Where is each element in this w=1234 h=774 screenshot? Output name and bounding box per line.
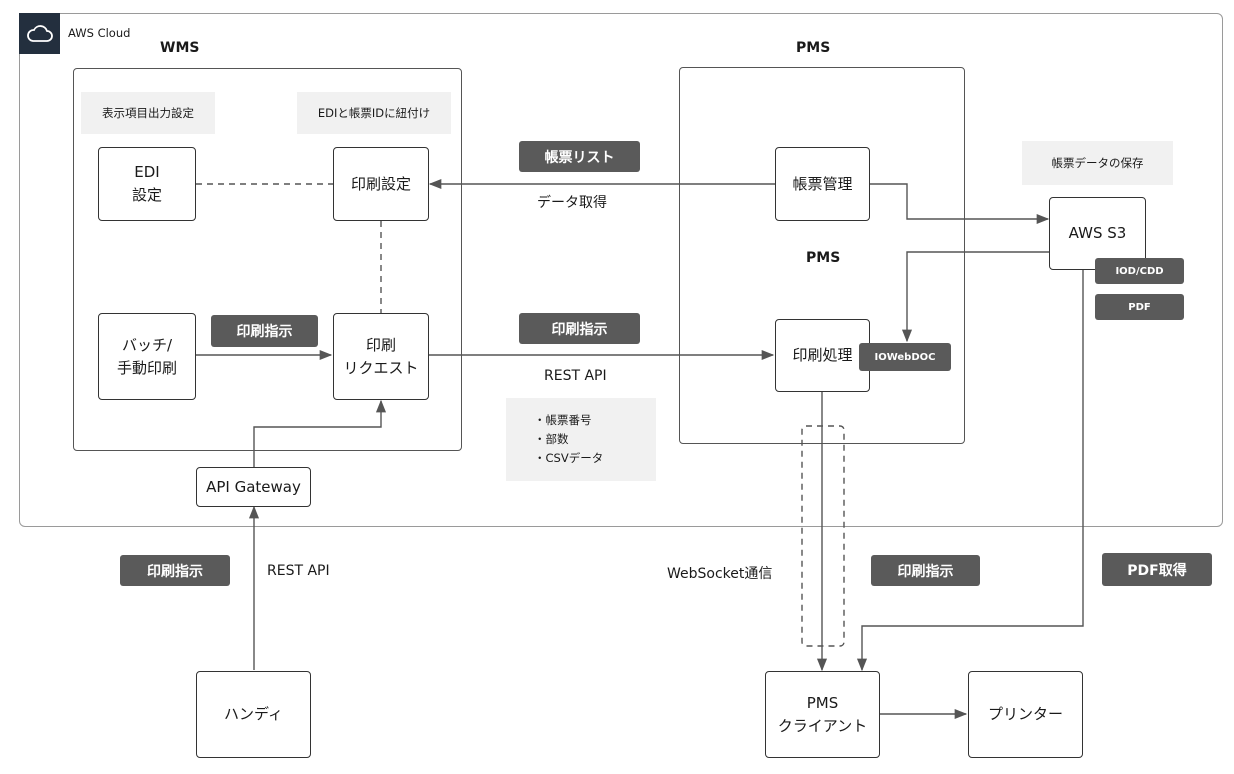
s3-to-client-arrow: [856, 270, 1084, 672]
data-fetch-label: データ取得: [537, 195, 607, 211]
print-instruction-tag-wms: 印刷指示: [211, 315, 318, 347]
wms-heading: WMS: [160, 40, 200, 56]
cloud-icon: [26, 24, 53, 42]
websocket-channel: [801, 425, 845, 647]
pdf-fetch-tag: PDF取得: [1102, 553, 1212, 586]
print-request-node: 印刷 リクエスト: [333, 313, 429, 400]
api-gateway-node: API Gateway: [196, 467, 311, 507]
print-instruction-tag-bottom-left: 印刷指示: [120, 555, 230, 586]
edi-link-note: EDIと帳票IDに紐付け: [297, 92, 451, 134]
print-settings-node: 印刷設定: [333, 147, 429, 221]
display-settings-note: 表示項目出力設定: [81, 92, 215, 134]
wms-panel: [73, 68, 462, 451]
edi-settings-node: EDI 設定: [98, 147, 196, 221]
batch-print-node: バッチ/ 手動印刷: [98, 313, 196, 400]
pdf-tag: PDF: [1095, 294, 1184, 320]
print-instruction-tag-mid: 印刷指示: [519, 313, 640, 344]
print-processing-node: 印刷処理: [775, 319, 870, 392]
aws-s3-node: AWS S3: [1049, 197, 1146, 270]
param-csv-data: ・CSVデータ: [534, 451, 604, 465]
param-copies: ・部数: [534, 432, 569, 446]
form-management-node: 帳票管理: [775, 147, 870, 221]
aws-cloud-frame: [19, 13, 1223, 527]
pms-inner-heading: PMS: [806, 250, 841, 266]
iowebdoc-tag: IOWebDOC: [859, 343, 951, 371]
print-instruction-tag-bottom-mid: 印刷指示: [871, 555, 980, 586]
iod-cdd-tag: IOD/CDD: [1095, 258, 1184, 284]
aws-cloud-badge: [19, 13, 60, 54]
params-note: ・帳票番号 ・部数 ・CSVデータ: [506, 398, 656, 481]
websocket-label: WebSocket通信: [667, 566, 773, 582]
form-mgmt-to-s3-arrow: [870, 183, 1050, 225]
pms-heading: PMS: [796, 40, 831, 56]
rest-api-label-bottom: REST API: [267, 563, 330, 579]
s3-to-iowebdoc-arrow: [901, 251, 1049, 343]
pms-client-node: PMS クライアント: [765, 671, 880, 758]
rest-api-label-mid: REST API: [544, 368, 607, 384]
param-form-number: ・帳票番号: [534, 413, 592, 427]
gateway-to-request-arrow: [253, 399, 387, 467]
aws-cloud-label: AWS Cloud: [68, 26, 131, 40]
form-storage-note: 帳票データの保存: [1022, 141, 1173, 185]
printer-node: プリンター: [968, 671, 1083, 758]
form-list-tag: 帳票リスト: [519, 141, 640, 172]
handy-node: ハンディ: [196, 671, 311, 758]
